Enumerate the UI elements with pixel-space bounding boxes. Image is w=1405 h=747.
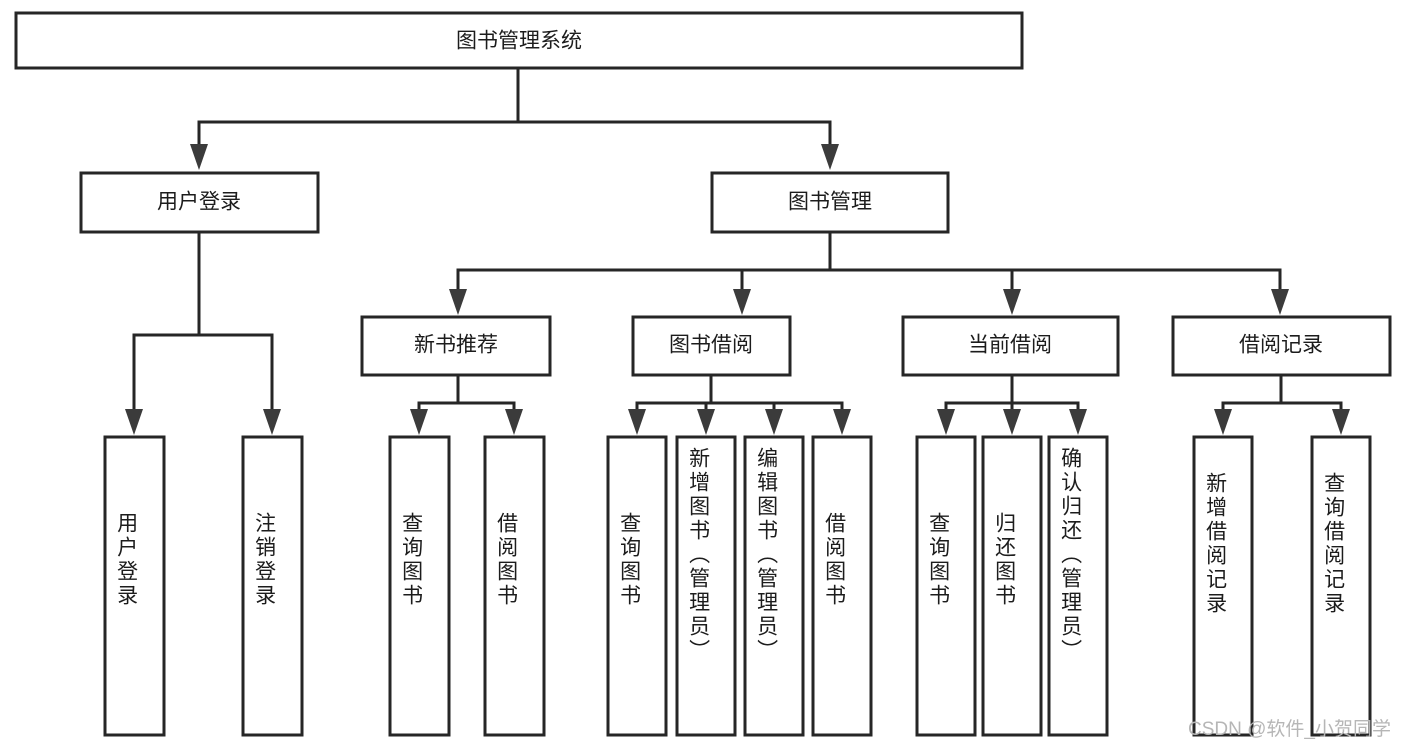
node-leaf-query-record[interactable]: 查询借阅记录 [1310,435,1372,737]
arrow-to-book-borrow [733,289,751,315]
node-leaf-query-book-1[interactable]: 查询图书 [388,435,451,737]
node-borrow-record[interactable]: 借阅记录 [1171,315,1392,377]
node-leaf-user-login[interactable]: 用户登录 [103,435,166,737]
node-leaf-add-book-label: 新增图书（管理员） [687,447,711,663]
arrow-to-new-book-recommend [449,289,467,315]
node-leaf-edit-book[interactable]: 编辑图书（管理员） [743,435,805,737]
arrow-to-book-manage [821,144,839,170]
node-leaf-confirm-return-label: 确认归还（管理员） [1059,447,1083,663]
node-current-borrow[interactable]: 当前借阅 [901,315,1120,377]
node-leaf-query-book-2-label: 查询图书 [618,512,642,608]
arrow-to-leaf-logout-login [263,409,281,435]
node-leaf-add-record[interactable]: 新增借阅记录 [1192,435,1254,737]
node-leaf-add-book[interactable]: 新增图书（管理员） [675,435,737,737]
arrow-to-leaf-query-book-1 [410,409,428,435]
node-leaf-borrow-book-2[interactable]: 借阅图书 [811,435,873,737]
node-leaf-query-book-1-label: 查询图书 [400,512,424,608]
node-leaf-borrow-book-2-label: 借阅图书 [823,512,847,608]
arrow-to-borrow-record [1271,289,1289,315]
arrow-to-current-borrow [1003,289,1021,315]
node-new-book-recommend-label: 新书推荐 [414,334,498,357]
node-leaf-query-record-label: 查询借阅记录 [1322,472,1346,616]
arrow-to-leaf-user-login [125,409,143,435]
node-leaf-user-login-label: 用户登录 [115,512,139,608]
node-book-manage-label: 图书管理 [788,191,872,214]
node-leaf-confirm-return[interactable]: 确认归还（管理员） [1047,435,1109,737]
arrow-to-leaf-edit-book [765,409,783,435]
node-leaf-return-book[interactable]: 归还图书 [981,435,1043,737]
arrow-to-leaf-query-book-3 [937,409,955,435]
arrow-to-leaf-return-book [1003,409,1021,435]
node-leaf-query-book-3-label: 查询图书 [927,512,951,608]
node-book-borrow-label: 图书借阅 [669,334,753,357]
arrow-to-user-login [190,144,208,170]
arrow-to-leaf-confirm-return [1069,409,1087,435]
connector-layer [125,66,1350,435]
node-leaf-borrow-book-1[interactable]: 借阅图书 [483,435,546,737]
node-new-book-recommend[interactable]: 新书推荐 [360,315,552,377]
node-book-borrow[interactable]: 图书借阅 [631,315,792,377]
node-leaf-return-book-label: 归还图书 [993,512,1017,608]
node-leaf-add-record-label: 新增借阅记录 [1204,472,1228,616]
arrow-to-leaf-add-book [697,409,715,435]
node-leaf-query-book-3[interactable]: 查询图书 [915,435,977,737]
node-leaf-query-book-2[interactable]: 查询图书 [606,435,668,737]
arrow-to-leaf-query-record [1332,409,1350,435]
node-current-borrow-label: 当前借阅 [968,334,1052,357]
node-leaf-borrow-book-1-label: 借阅图书 [495,512,519,608]
node-user-login[interactable]: 用户登录 [79,171,320,234]
node-leaf-logout-login-label: 注销登录 [253,512,277,608]
node-root-label: 图书管理系统 [456,30,582,53]
arrow-to-leaf-borrow-book-1 [505,409,523,435]
node-leaf-edit-book-label: 编辑图书（管理员） [755,447,779,663]
node-leaf-logout-login[interactable]: 注销登录 [241,435,304,737]
node-user-login-label: 用户登录 [157,191,241,214]
node-book-manage[interactable]: 图书管理 [710,171,950,234]
arrow-to-leaf-borrow-book-2 [833,409,851,435]
arrow-to-leaf-add-record [1214,409,1232,435]
node-root[interactable]: 图书管理系统 [14,11,1024,70]
arrow-to-leaf-query-book-2 [628,409,646,435]
node-borrow-record-label: 借阅记录 [1239,334,1323,357]
